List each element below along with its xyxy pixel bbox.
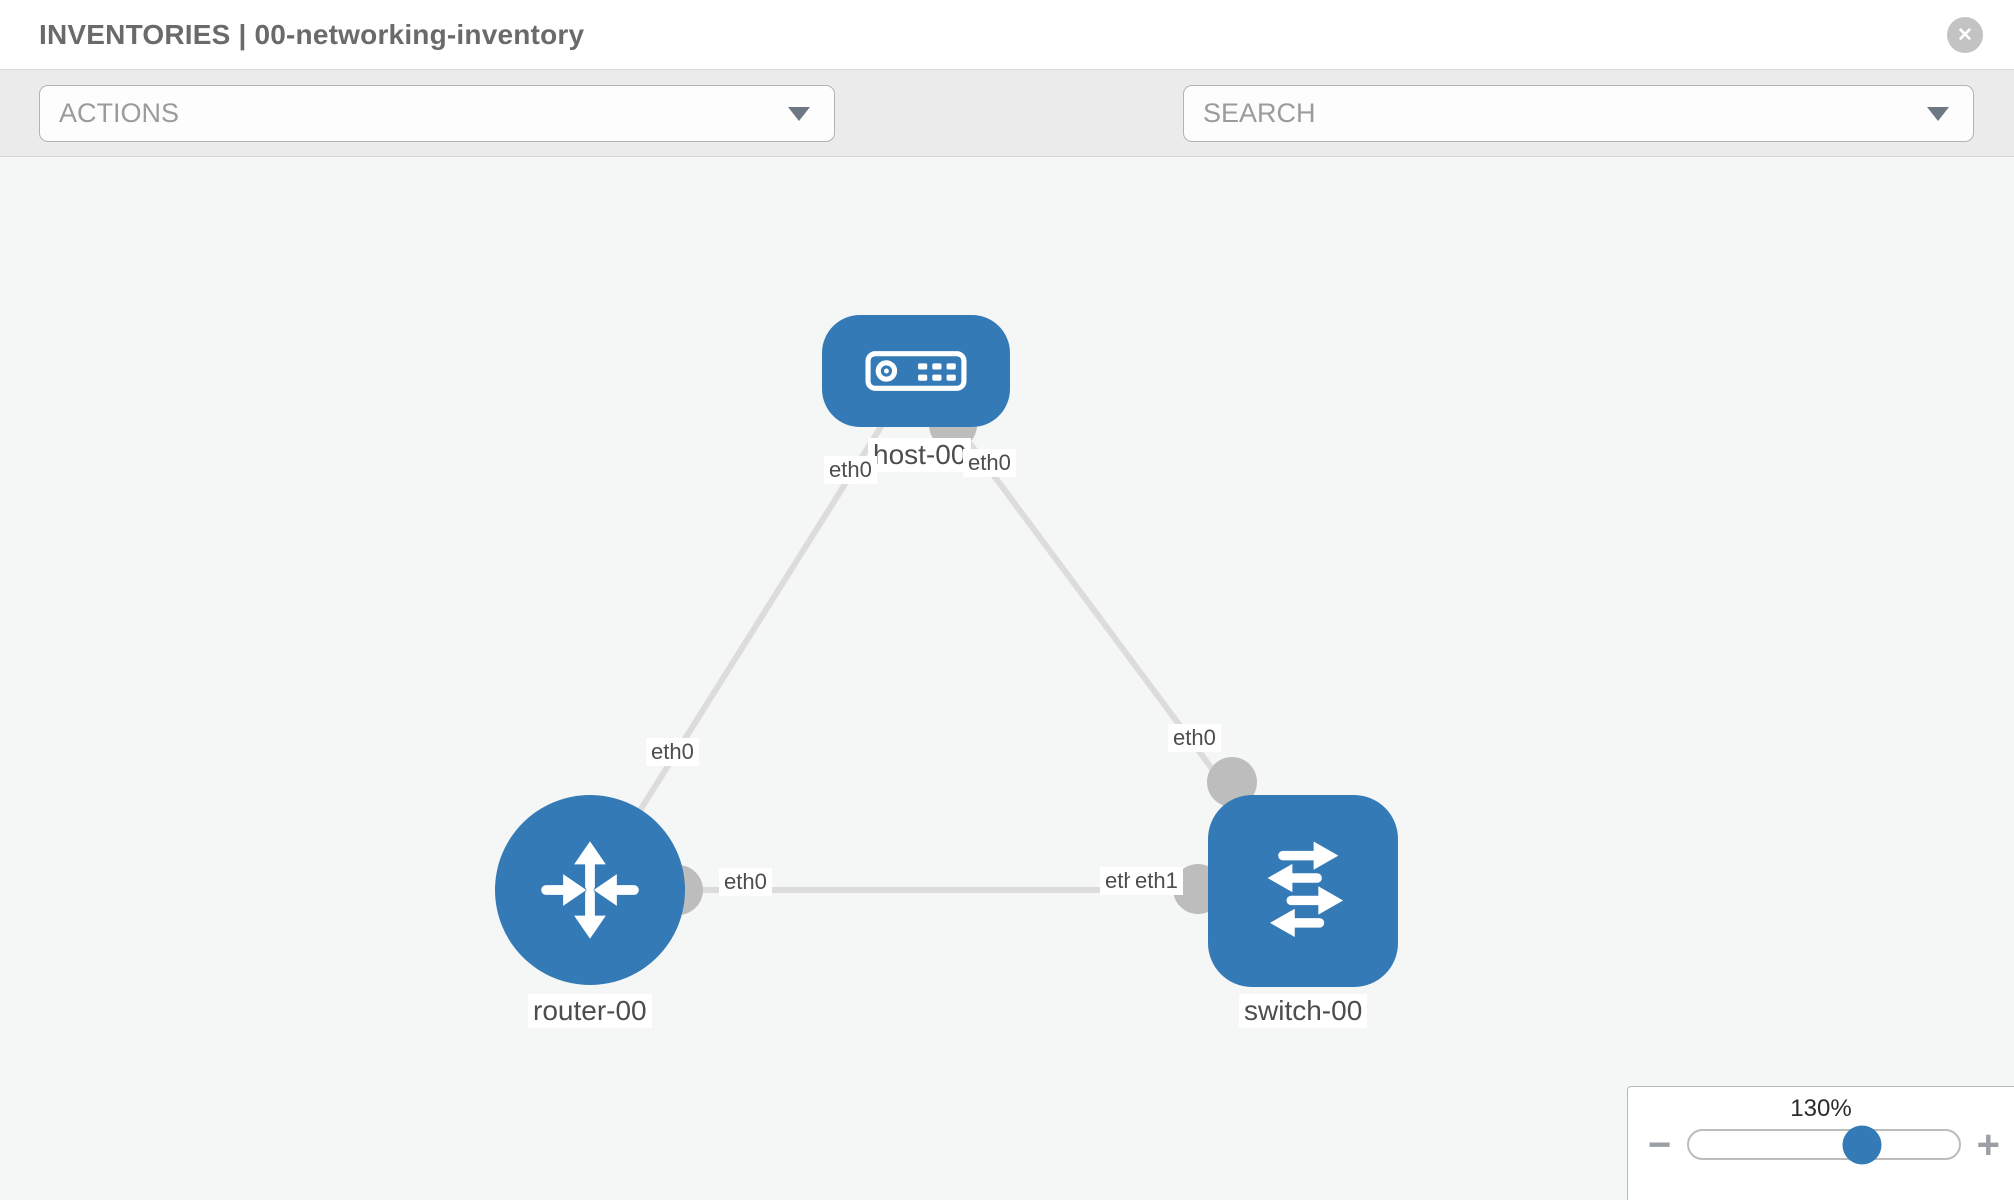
- chevron-down-icon: [788, 106, 810, 121]
- toolbar: ACTIONS SEARCH: [0, 70, 2014, 205]
- actions-dropdown[interactable]: ACTIONS: [39, 85, 835, 142]
- iface-label-router-eth0-right: eth0: [719, 868, 772, 896]
- iface-label-host-eth0-right: eth0: [963, 449, 1016, 477]
- node-label-router-00: router-00: [528, 994, 652, 1028]
- node-label-switch-00: switch-00: [1239, 994, 1368, 1028]
- zoom-slider-thumb[interactable]: [1842, 1125, 1882, 1164]
- search-dropdown[interactable]: SEARCH: [1183, 85, 1974, 142]
- actions-dropdown-label: ACTIONS: [59, 98, 180, 128]
- zoom-level-value: 130%: [1790, 1095, 1852, 1122]
- node-switch-00[interactable]: [1208, 795, 1398, 987]
- zoom-in-button[interactable]: +: [1976, 1122, 2000, 1167]
- topology-links: [587, 369, 1306, 893]
- zoom-control-panel: 130% − +: [1627, 1086, 2014, 1200]
- node-router-00[interactable]: [495, 795, 685, 985]
- zoom-out-button[interactable]: −: [1648, 1122, 1672, 1167]
- search-dropdown-label: SEARCH: [1203, 98, 1316, 128]
- router-icon: [541, 841, 639, 939]
- node-host-00[interactable]: [822, 315, 1010, 427]
- header: INVENTORIES | 00-networking-inventory ✕: [0, 0, 2014, 70]
- iface-label-router-eth0-top: eth0: [646, 738, 699, 766]
- page-title: INVENTORIES | 00-networking-inventory: [39, 19, 585, 50]
- iface-label-switch-eth0-top: eth0: [1168, 724, 1221, 752]
- iface-label-host-eth0-left: eth0: [824, 456, 877, 484]
- chevron-down-icon: [1927, 106, 1949, 121]
- topology-canvas[interactable]: host-00 eth0 eth0 eth0 eth0 eth0 eth0 et…: [0, 157, 2014, 1200]
- close-icon[interactable]: ✕: [1947, 17, 1983, 53]
- iface-label-switch-eth1: eth1: [1130, 867, 1183, 895]
- server-icon: [865, 351, 967, 391]
- node-label-host-00: host-00: [868, 438, 972, 472]
- zoom-slider[interactable]: [1687, 1125, 1961, 1164]
- switch-icon: [1267, 841, 1344, 938]
